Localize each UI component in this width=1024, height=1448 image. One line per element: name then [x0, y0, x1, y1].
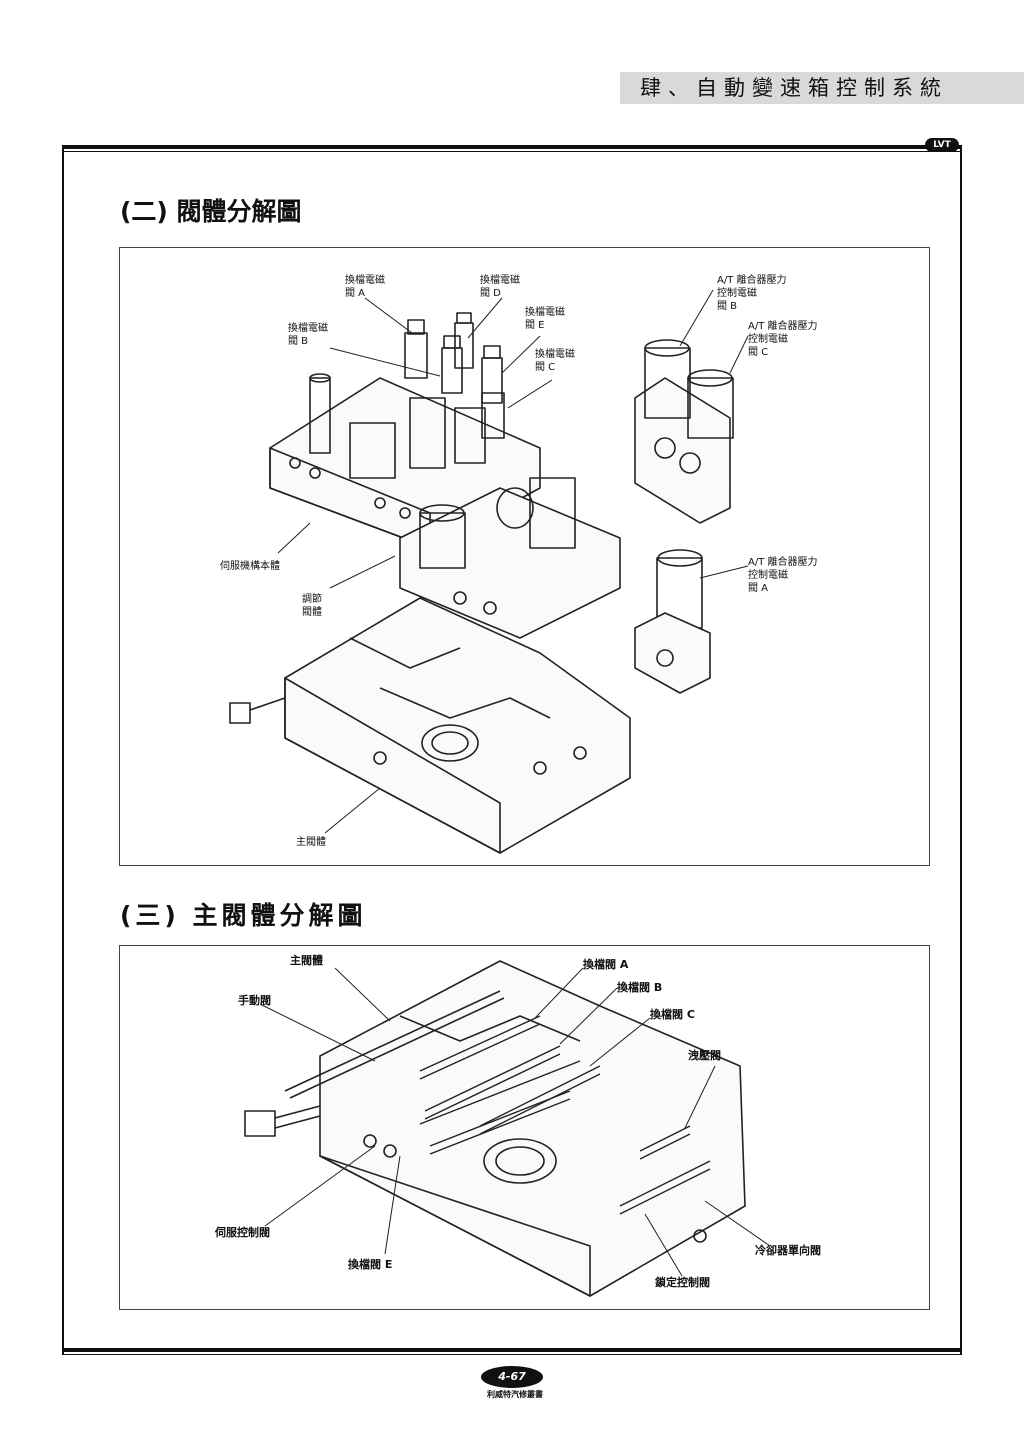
section-title-main-valve-body: (三) 主閥體分解圖 [120, 901, 367, 930]
label-shift-valve-e: 換檔閥 E [348, 1258, 393, 1271]
label-manual-valve: 手動閥 [238, 994, 271, 1007]
label-at-clutch-solenoid-a: A/T 離合器壓力 控制電磁 閥 A [748, 557, 818, 594]
label-relief-valve: 洩壓閥 [688, 1049, 721, 1062]
page-number-badge: 4-67 [481, 1366, 543, 1388]
label-shift-solenoid-b: 換檔電磁 閥 B [288, 323, 328, 347]
label-lockup-control-valve: 鎖定控制閥 [655, 1276, 710, 1289]
top-rule-thin [62, 151, 962, 152]
label-shift-valve-c: 換檔閥 C [650, 1008, 695, 1021]
publisher-name: 利威特汽修叢書 [487, 1390, 543, 1399]
main-valve-body-exploded-figure: 主閥體 手動閥 換檔閥 A 換檔閥 B 換檔閥 C 洩壓閥 伺服控制閥 換檔閥 … [119, 945, 930, 1310]
valve-body-drawing [229, 289, 749, 854]
bottom-rule-thin [62, 1354, 962, 1355]
bottom-rule [62, 1348, 962, 1352]
section-title-valve-body: (二) 閥體分解圖 [120, 197, 302, 226]
label-cooler-check-valve: 冷卻器單向閥 [755, 1244, 821, 1257]
label-at-clutch-solenoid-b: A/T 離合器壓力 控制電磁 閥 B [717, 275, 787, 312]
main-valve-body-drawing [244, 960, 771, 1297]
label-servo-control-valve: 伺服控制閥 [215, 1226, 270, 1239]
valve-body-exploded-figure: 換檔電磁 閥 A 換檔電磁 閥 D 換檔電磁 閥 E 換檔電磁 閥 B 換檔電磁… [119, 247, 930, 866]
label-servo-body: 伺服機構本體 [220, 561, 280, 572]
chapter-title: 肆、自動變速箱控制系統 [640, 76, 948, 100]
header-bar [620, 72, 1024, 104]
label-shift-solenoid-d: 換檔電磁 閥 D [480, 275, 520, 299]
label-regulator-body: 調節 閥體 [302, 594, 322, 618]
label-main-valve-body: 主閥體 [296, 837, 326, 848]
label-at-clutch-solenoid-c: A/T 離合器壓力 控制電磁 閥 C [748, 321, 818, 358]
top-rule [62, 145, 962, 149]
page-frame [62, 145, 962, 1355]
label-shift-valve-a: 換檔閥 A [583, 958, 629, 971]
label-shift-solenoid-c: 換檔電磁 閥 C [535, 349, 575, 373]
label-shift-valve-b: 換檔閥 B [617, 981, 663, 994]
label-shift-solenoid-a: 換檔電磁 閥 A [345, 275, 385, 299]
lvt-badge: LVT [925, 138, 959, 152]
label-main-body: 主閥體 [290, 954, 323, 967]
label-shift-solenoid-e: 換檔電磁 閥 E [525, 307, 565, 331]
